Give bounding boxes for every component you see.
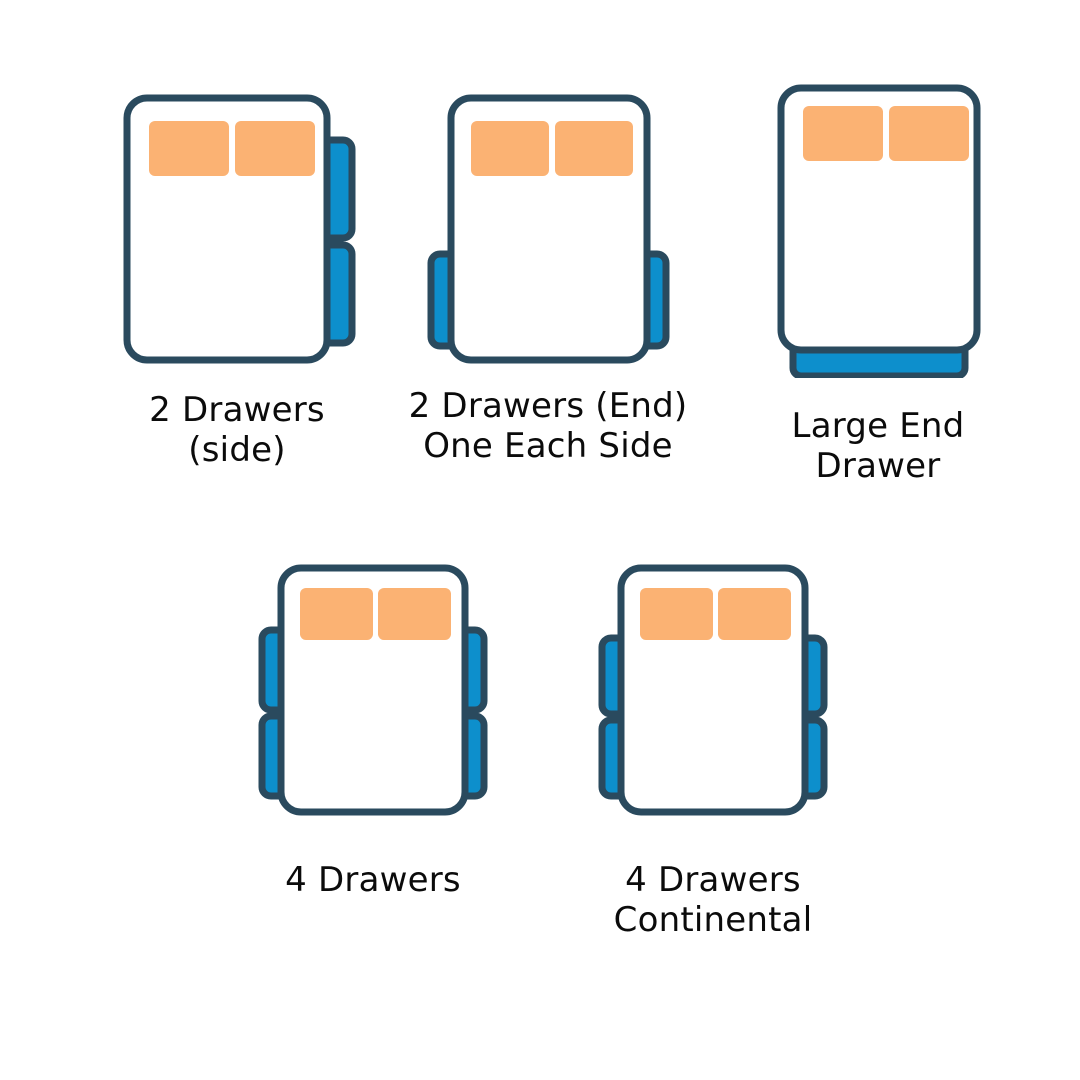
bed-icon [771,78,986,378]
pillow-left [471,121,549,176]
option-two-drawers-end[interactable]: 2 Drawers (End) One Each Side [393,88,703,466]
option-label: 2 Drawers (End) One Each Side [408,386,688,467]
option-label: 2 Drawers (side) [149,390,325,471]
option-four-drawers[interactable]: 4 Drawers [228,558,518,900]
pillow-right [718,588,791,640]
option-large-end-drawer[interactable]: Large End Drawer [738,78,1018,486]
pillow-left [802,106,883,161]
pillow-right [235,121,315,176]
pillow-right [888,106,969,161]
option-four-drawers-continental[interactable]: 4 Drawers Continental [568,558,858,940]
pillow-right [378,588,451,640]
pillow-left [640,588,713,640]
pillow-left [149,121,229,176]
option-label: 4 Drawers Continental [613,860,813,941]
bed-icon [248,558,498,818]
option-label: 4 Drawers [285,860,461,900]
pillow-right [555,121,633,176]
option-two-drawers-side[interactable]: 2 Drawers (side) [92,88,382,470]
bed-icon [413,88,683,368]
bed-icon [117,88,357,368]
pillow-left [300,588,373,640]
option-label: Large End Drawer [791,406,965,487]
bed-icon [588,558,838,818]
